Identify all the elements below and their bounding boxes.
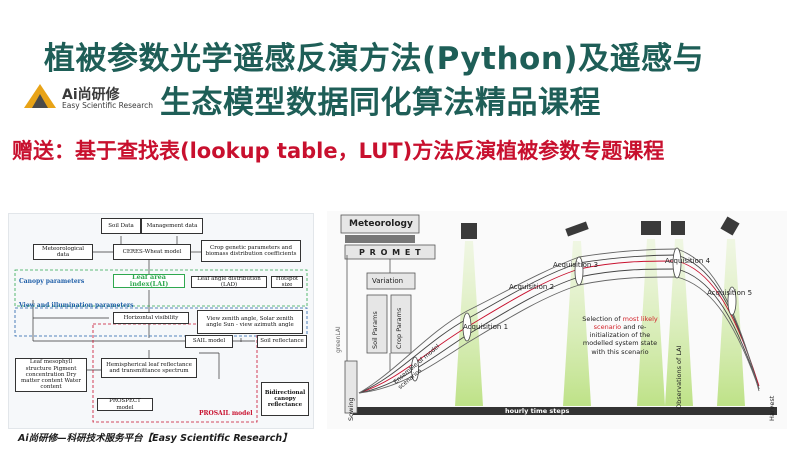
- logo-name: Ai尚研修: [62, 87, 120, 103]
- acquisition-1-label: Acquisition 1: [463, 323, 509, 331]
- logo-inner-triangle-icon: [32, 94, 48, 108]
- satellite-3-icon: [641, 221, 661, 235]
- harvest-label: Harvest: [768, 395, 776, 421]
- beam-2: [563, 241, 591, 406]
- soil-reflectance-box: Soil reflectance: [257, 335, 307, 348]
- satellite-2-icon: [565, 221, 589, 237]
- crop-params-label: Crop Params: [395, 307, 403, 349]
- selection-pre: Selection of: [582, 315, 621, 323]
- horizontal-visibility-box: Horizontal visibility: [113, 312, 189, 324]
- green-lai-label: greenLAI: [335, 326, 342, 353]
- beam-3: [637, 239, 665, 406]
- lai-box: Leaf area index(LAI): [113, 273, 185, 288]
- leaf-mesophyll-box: Leaf mesophyll structure Pigment concent…: [15, 358, 87, 392]
- time-axis-label: hourly time steps: [505, 407, 570, 415]
- satellite-5-icon: [720, 216, 740, 236]
- beam-5: [717, 239, 745, 406]
- acquisition-5-label: Acquisition 5: [707, 289, 753, 297]
- promet-assimilation-diagram: Meteorology P R O M E T Variation Soil P…: [327, 211, 787, 429]
- lad-box: Leaf angle distribution (LAD): [191, 276, 267, 288]
- hemispherical-box: Hemispherical leaf reflectance and trans…: [101, 358, 197, 378]
- canopy-parameters-label: Canopy parameters: [19, 278, 85, 285]
- acquisition-4-label: Acquisition 4: [665, 257, 711, 265]
- prosail-label: PROSAIL model: [199, 410, 253, 417]
- logo: [24, 84, 56, 108]
- ceres-wheat-box: CERES-Wheat model: [113, 244, 191, 260]
- satellites: [461, 216, 740, 239]
- beam-4: [665, 239, 693, 406]
- selection-note: Selection of most likely scenario and re…: [579, 315, 661, 356]
- course-title-line1: 植被参数光学遥感反演方法(Python)及遥感与: [44, 41, 705, 77]
- logo-tagline: Easy Scientific Research: [62, 101, 154, 110]
- view-illumination-label: View and illumination parameters: [19, 302, 134, 309]
- meteorology-label: Meteorology: [349, 219, 413, 229]
- sowing-label: Sowing: [347, 397, 355, 421]
- selection-highlight: most likely scenario: [593, 315, 658, 332]
- hotspot-box: Hotspot size: [271, 276, 303, 288]
- management-data-box: Management data: [141, 218, 203, 234]
- soil-data-box: Soil Data: [101, 218, 141, 234]
- bonus-subtitle: 赠送：基于查找表(lookup table，LUT)方法反演植被参数专题课程: [12, 139, 665, 163]
- acquisition-3-label: Acquisition 3: [553, 261, 599, 269]
- selection-post: and re-initialization of the modelled sy…: [582, 323, 658, 356]
- soil-params-label: Soil Params: [371, 311, 379, 349]
- prosail-flow-diagram: Soil Data Management data Meteorological…: [8, 213, 314, 429]
- satellite-4-icon: [671, 221, 685, 235]
- sail-model-box: SAIL model: [185, 335, 233, 348]
- variation-label: Variation: [372, 277, 404, 285]
- prospect-model-box: PROSPECT model: [97, 398, 153, 411]
- angles-box: View zenith angle, Solar zenith angle Su…: [197, 310, 303, 334]
- footer-caption: Ai尚研修—科研技术服务平台【Easy Scientific Research】: [18, 433, 292, 444]
- observations-label: Observations of LAI: [675, 345, 683, 410]
- assimilation-graphic: [327, 211, 787, 429]
- promet-label: P R O M E T: [359, 248, 422, 257]
- bidirectional-box: Bidirectional canopy reflectance: [261, 382, 309, 416]
- meteorological-data-box: Meteorological data: [33, 244, 93, 260]
- crop-genetic-box: Crop genetic parameters and biomass dist…: [201, 240, 301, 262]
- satellite-1-icon: [461, 223, 477, 239]
- acquisition-2-label: Acquisition 2: [509, 283, 555, 291]
- course-title-line2: 生态模型数据同化算法精品课程: [160, 85, 601, 121]
